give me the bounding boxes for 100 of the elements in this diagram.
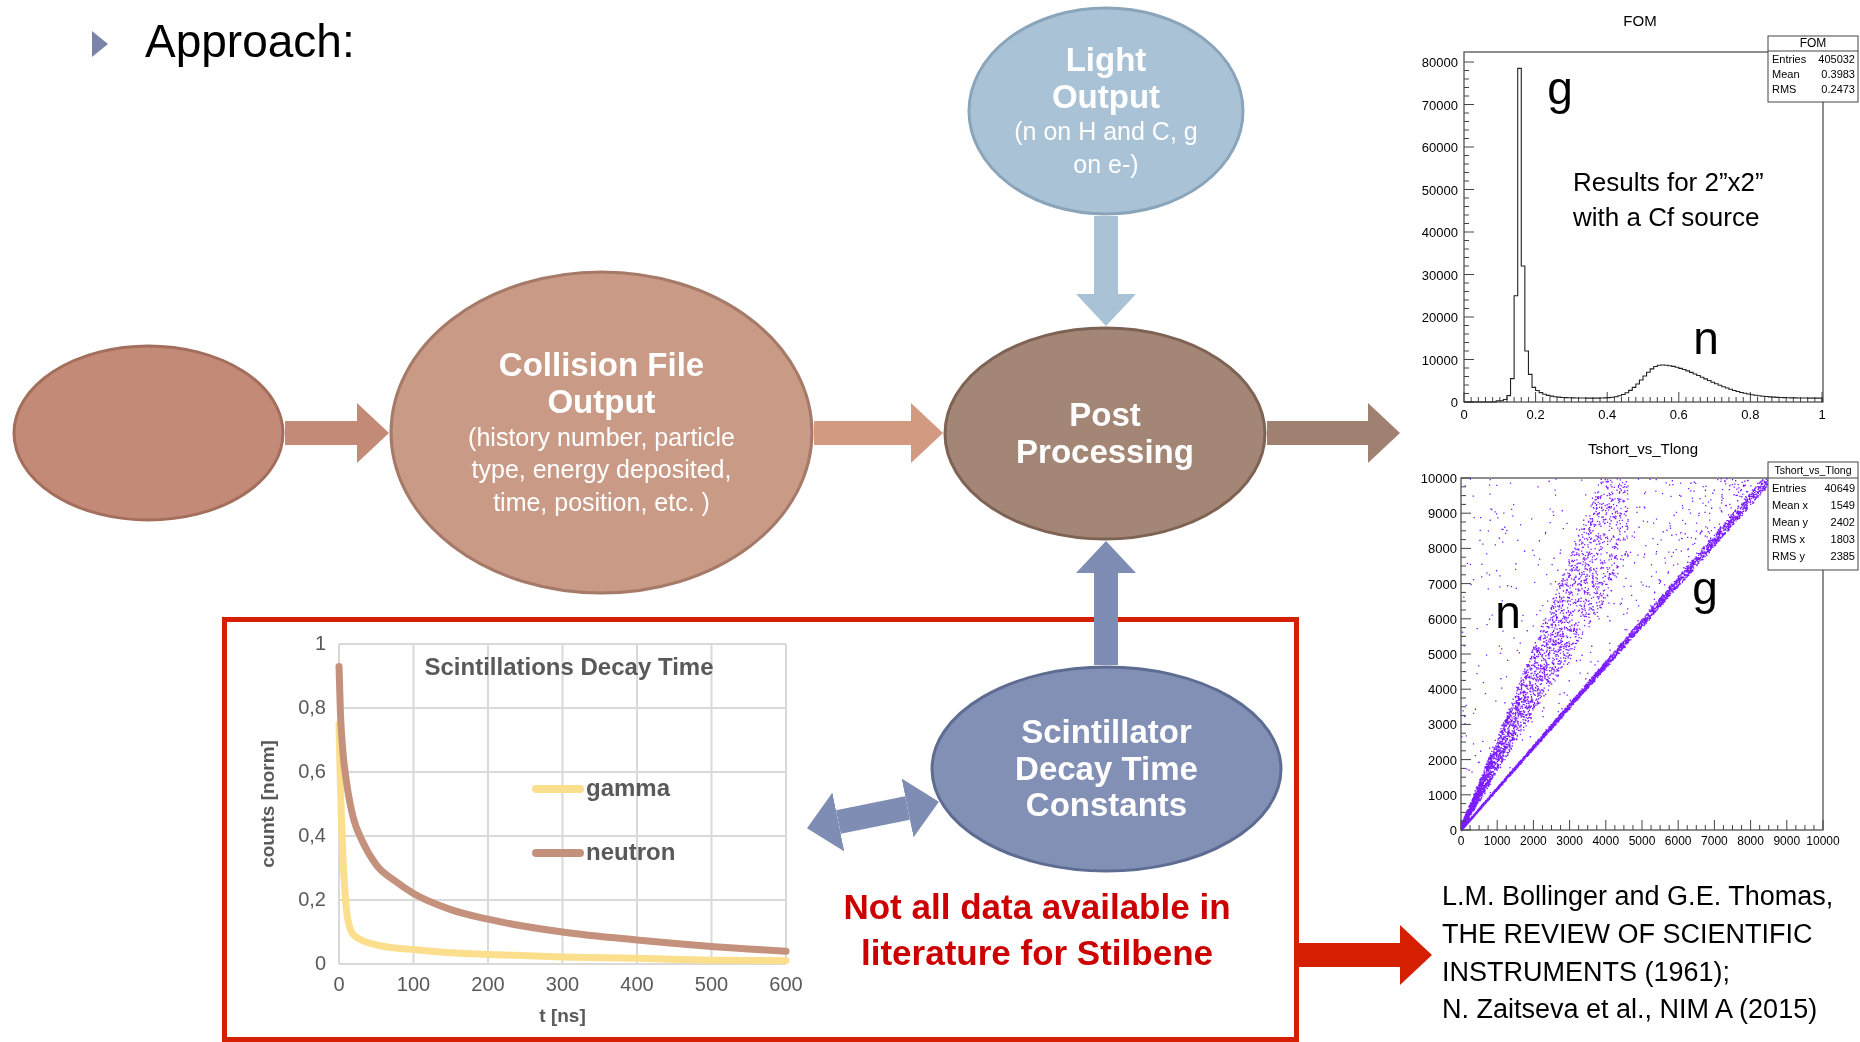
process-ellipse xyxy=(12,344,285,522)
chart-title: FOM xyxy=(1623,11,1657,29)
node-heading: Post Processing xyxy=(1015,396,1195,471)
axis-tick-label: 1000 xyxy=(1428,787,1457,803)
axis-tick-label: 8000 xyxy=(1428,540,1457,556)
block-arrow xyxy=(1267,403,1400,463)
axis-tick-label: 0,4 xyxy=(298,824,326,847)
axis-tick-label: 0,6 xyxy=(298,760,326,783)
axis-tick-label: 3000 xyxy=(1556,834,1583,848)
axis-tick-label: 0.8 xyxy=(1741,406,1760,422)
axis-tick-label: 6000 xyxy=(1428,611,1457,627)
plot-annotation: n xyxy=(1693,311,1719,365)
node-heading: Scintillator Decay Time Constants xyxy=(1014,713,1199,825)
stats-title: FOM xyxy=(1799,36,1827,50)
node-heading: Light Output xyxy=(1050,41,1162,116)
axis-tick-label: 80000 xyxy=(1421,54,1458,70)
axis-tick-label: 0 xyxy=(1460,406,1468,422)
axis-tick-label: 60000 xyxy=(1421,139,1458,155)
axis-tick-label: 0 xyxy=(1449,822,1457,838)
axis-tick-label: 0 xyxy=(333,973,345,996)
block-arrow xyxy=(807,778,939,852)
axis-tick-label: 7000 xyxy=(1428,576,1457,592)
stats-label: Entries xyxy=(1772,482,1807,494)
axis-tick-label: 500 xyxy=(694,973,729,996)
axis-tick-label: 5000 xyxy=(1428,646,1457,662)
node-heading: Collision File Output xyxy=(497,346,706,421)
stats-value: 40649 xyxy=(1824,482,1855,494)
callout-frame xyxy=(222,617,1299,1042)
block-arrow xyxy=(1076,216,1136,326)
axis-tick-label: 8000 xyxy=(1737,834,1764,848)
stats-value: 2402 xyxy=(1830,516,1855,528)
stats-value: 2385 xyxy=(1830,550,1855,562)
stats-value: 0.2473 xyxy=(1821,83,1855,95)
axis-tick-label: 0,8 xyxy=(298,696,326,719)
process-ellipse xyxy=(967,6,1245,216)
axis-tick-label: 0,2 xyxy=(298,888,326,911)
stats-label: Mean x xyxy=(1772,499,1809,511)
stats-value: 1803 xyxy=(1830,533,1855,545)
process-ellipse xyxy=(943,326,1267,541)
axis-tick-label: 30000 xyxy=(1421,267,1458,282)
axis-tick-label: 0 xyxy=(1450,394,1458,410)
axis-tick-label: 2000 xyxy=(1428,752,1457,768)
axis-tick-label: 0.4 xyxy=(1598,406,1617,422)
axis-tick-label: 5000 xyxy=(1628,834,1656,848)
stats-label: RMS x xyxy=(1772,533,1805,545)
axis-tick-label: 100 xyxy=(396,973,431,996)
axis-tick-label: 10000 xyxy=(1806,834,1840,848)
stats-value: 1549 xyxy=(1830,499,1855,511)
stats-value: 0.3983 xyxy=(1821,68,1855,80)
block-arrow xyxy=(1076,541,1136,665)
axis-tick-label: 0.6 xyxy=(1669,406,1688,422)
process-ellipse xyxy=(930,665,1283,873)
axis-tick-label: 10000 xyxy=(1420,470,1457,486)
axis-tick-label: 50000 xyxy=(1421,182,1458,197)
axis-tick-label: 200 xyxy=(471,973,505,996)
axis-tick-label: 4000 xyxy=(1428,681,1457,697)
warning-text: Not all data available in literature for Stilbene xyxy=(842,886,1232,974)
chart-title: Scintillations Decay Time xyxy=(423,653,715,681)
axis-tick-label: 20000 xyxy=(1421,309,1458,325)
reference-text: L.M. Bollinger and G.E. Thomas, THE REVIEW OF SCIENTIFIC INSTRUMENTS (1961); xyxy=(1441,880,1835,989)
axis-tick-label: 40000 xyxy=(1421,224,1458,240)
chart-title: Tshort_vs_Tlong xyxy=(1587,439,1699,457)
annotation-text: Results for 2”x2” with a Cf source xyxy=(1573,166,1765,235)
node-description: (history number, particle type, energy deposited, time, position, etc. ) xyxy=(467,421,736,518)
reference-text: N. Zaitseva et al., NIM A (2015) xyxy=(1441,993,1819,1027)
stats-label: Entries xyxy=(1772,53,1807,65)
process-ellipse xyxy=(389,270,814,595)
axis-title: t [ns] xyxy=(539,1005,586,1027)
axis-tick-label: 300 xyxy=(545,973,580,996)
axis-tick-label: 9000 xyxy=(1773,834,1801,848)
slide-title: Approach: xyxy=(145,14,355,68)
axis-tick-label: 6000 xyxy=(1664,834,1692,848)
axis-tick-label: 0 xyxy=(1457,834,1465,848)
plot-annotation: n xyxy=(1495,585,1521,639)
block-arrow xyxy=(285,403,389,463)
axis-tick-label: 1 xyxy=(314,632,326,655)
block-arrow xyxy=(814,403,943,463)
axis-tick-label: 70000 xyxy=(1421,97,1458,112)
stats-label: Mean y xyxy=(1772,516,1809,528)
axis-tick-label: 3000 xyxy=(1428,716,1457,732)
legend-label: neutron xyxy=(586,838,676,866)
axis-tick-label: 1 xyxy=(1818,406,1826,422)
node-description: (n on H and C, g on e-) xyxy=(1013,116,1199,180)
axis-tick-label: 1000 xyxy=(1483,834,1511,848)
stats-label: RMS y xyxy=(1772,550,1805,562)
axis-tick-label: 2000 xyxy=(1520,834,1547,848)
axis-tick-label: 400 xyxy=(620,973,654,996)
axis-tick-label: 0 xyxy=(314,952,326,975)
axis-tick-label: 7000 xyxy=(1701,834,1728,848)
stats-value: 405032 xyxy=(1818,53,1855,65)
axis-tick-label: 600 xyxy=(769,973,803,996)
stats-label: Mean xyxy=(1772,68,1800,80)
plot-annotation: g xyxy=(1692,561,1718,615)
stats-title: Tshort_vs_Tlong xyxy=(1774,464,1852,476)
axis-title: counts [norm] xyxy=(257,740,279,868)
stats-label: RMS xyxy=(1772,83,1797,95)
axis-tick-label: 9000 xyxy=(1428,505,1457,521)
axis-tick-label: 0.2 xyxy=(1526,406,1545,422)
plot-annotation: g xyxy=(1547,61,1573,115)
axis-tick-label: 10000 xyxy=(1421,352,1458,367)
